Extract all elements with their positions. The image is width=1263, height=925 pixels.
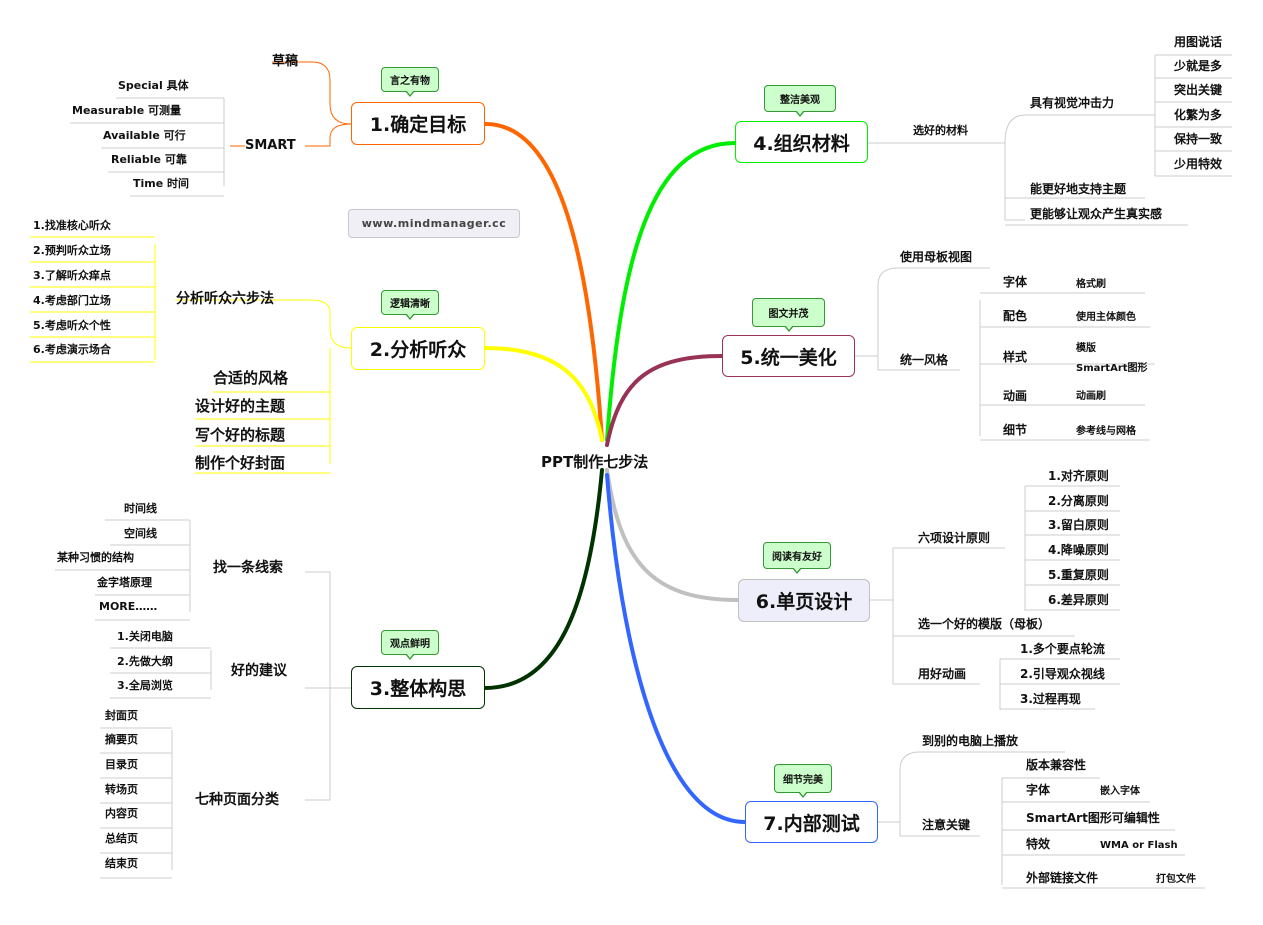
b3-advice-item[interactable]: 3.全局浏览 [117, 679, 173, 692]
b3-clue-item[interactable]: 空间线 [124, 527, 157, 540]
callout-b3: 观点鲜明 [381, 630, 439, 660]
b2-step-item[interactable]: 2.预判听众立场 [33, 244, 111, 257]
b6-anim-item[interactable]: 2.引导观众视线 [1020, 667, 1105, 681]
callout-b7: 细节完美 [774, 764, 832, 798]
b3-clue-item[interactable]: MORE…… [99, 600, 158, 613]
b3-clue-item[interactable]: 金字塔原理 [97, 576, 152, 589]
b7-key-value[interactable]: 嵌入字体 [1100, 786, 1140, 797]
main-topic-1[interactable]: 1.确定目标 [351, 102, 485, 145]
b2-step-item[interactable]: 4.考虑部门立场 [33, 294, 111, 307]
b5-style-value[interactable]: 使用主体颜色 [1076, 312, 1136, 323]
center-topic[interactable]: PPT制作七步法 [541, 453, 649, 471]
b5-style-key[interactable]: 配色 [1003, 309, 1028, 323]
b4-real[interactable]: 更能够让观众产生真实感 [1030, 207, 1163, 221]
b4-impact-item[interactable]: 用图说话 [1174, 35, 1223, 49]
b6-principle-item[interactable]: 6.差异原则 [1048, 593, 1109, 607]
b7-other-pc[interactable]: 到别的电脑上播放 [922, 734, 1019, 748]
b2-item[interactable]: 设计好的主题 [195, 397, 286, 415]
b5-style-value[interactable]: 模版 [1076, 343, 1096, 354]
b1-smart-item[interactable]: Measurable 可测量 [72, 104, 181, 117]
b3-page-item[interactable]: 封面页 [105, 709, 138, 722]
b3-clue-item[interactable]: 某种习惯的结构 [57, 551, 134, 564]
b5-style-key[interactable]: 动画 [1003, 389, 1028, 403]
b2-item[interactable]: 制作个好封面 [195, 454, 286, 472]
callout-b5: 图文并茂 [752, 298, 825, 332]
b7-key-item[interactable]: 版本兼容性 [1026, 758, 1087, 772]
b3-page-item[interactable]: 目录页 [105, 758, 138, 771]
b2-step-item[interactable]: 5.考虑听众个性 [33, 319, 111, 332]
b5-master[interactable]: 使用母板视图 [900, 250, 973, 264]
b5-style-key[interactable]: 样式 [1003, 350, 1028, 364]
b2-step-item[interactable]: 6.考虑演示场合 [33, 343, 111, 356]
b1-smart-item[interactable]: Available 可行 [103, 129, 186, 142]
main-topic-6[interactable]: 6.单页设计 [738, 579, 870, 622]
b3-page-item[interactable]: 转场页 [105, 783, 138, 796]
b5-style-value[interactable]: 动画刷 [1076, 391, 1106, 402]
b6-animation[interactable]: 用好动画 [918, 667, 967, 681]
callout-b1: 言之有物 [381, 67, 439, 97]
b5-unify[interactable]: 统一风格 [900, 353, 949, 367]
b6-principle-item[interactable]: 1.对齐原则 [1048, 469, 1109, 483]
b7-key-item[interactable]: 特效 [1026, 837, 1051, 851]
b1-smart-item[interactable]: Time 时间 [133, 177, 190, 190]
b2-six-steps[interactable]: 分析听众六步法 [176, 291, 274, 307]
b6-anim-item[interactable]: 1.多个要点轮流 [1020, 642, 1105, 656]
b6-principle-item[interactable]: 4.降噪原则 [1048, 543, 1109, 557]
b4-impact[interactable]: 具有视觉冲击力 [1030, 96, 1115, 110]
b4-impact-item[interactable]: 少就是多 [1174, 59, 1223, 73]
b4-material[interactable]: 选好的材料 [913, 124, 968, 137]
b5-style-value[interactable]: SmartArt图形 [1076, 363, 1148, 374]
b7-key[interactable]: 注意关键 [922, 818, 971, 832]
b6-template[interactable]: 选一个好的模版（母板） [918, 617, 1051, 631]
b3-page-item[interactable]: 内容页 [105, 807, 138, 820]
b7-key-value[interactable]: 打包文件 [1156, 874, 1196, 885]
watermark-label: www.mindmanager.cc [348, 209, 520, 238]
b5-style-key[interactable]: 细节 [1003, 423, 1028, 437]
b6-principle-item[interactable]: 5.重复原则 [1048, 568, 1109, 582]
b4-support[interactable]: 能更好地支持主题 [1030, 182, 1127, 196]
b6-principle-item[interactable]: 2.分离原则 [1048, 494, 1109, 508]
main-topic-5[interactable]: 5.统一美化 [722, 335, 855, 377]
b6-principles[interactable]: 六项设计原则 [918, 531, 991, 545]
b4-impact-item[interactable]: 突出关键 [1174, 83, 1223, 97]
main-topic-4[interactable]: 4.组织材料 [735, 121, 868, 163]
b5-style-value[interactable]: 格式刷 [1076, 279, 1106, 290]
b7-key-value[interactable]: WMA or Flash [1100, 840, 1178, 851]
main-topic-3[interactable]: 3.整体构思 [351, 666, 485, 709]
b3-advice[interactable]: 好的建议 [231, 663, 287, 679]
b7-key-item[interactable]: SmartArt图形可编辑性 [1026, 811, 1160, 825]
b3-advice-item[interactable]: 2.先做大纲 [117, 655, 173, 668]
b7-key-item[interactable]: 字体 [1026, 783, 1051, 797]
b3-advice-item[interactable]: 1.关闭电脑 [117, 630, 173, 643]
callout-b6: 阅读有友好 [763, 542, 831, 574]
b6-principle-item[interactable]: 3.留白原则 [1048, 518, 1109, 532]
b3-page-item[interactable]: 结束页 [105, 857, 138, 870]
b1-smart-item[interactable]: Reliable 可靠 [111, 153, 187, 166]
b7-key-item[interactable]: 外部链接文件 [1026, 871, 1099, 885]
b2-item[interactable]: 合适的风格 [213, 369, 289, 387]
b6-anim-item[interactable]: 3.过程再现 [1020, 692, 1081, 706]
b1-smart-item[interactable]: Special 具体 [118, 79, 189, 92]
b1-smart[interactable]: SMART [245, 138, 296, 153]
callout-b2: 逻辑清晰 [381, 290, 439, 320]
b4-impact-item[interactable]: 化繁为多 [1174, 108, 1223, 122]
main-topic-7[interactable]: 7.内部测试 [745, 801, 878, 843]
callout-b4: 整洁美观 [764, 85, 836, 117]
b4-impact-item[interactable]: 少用特效 [1174, 157, 1223, 171]
b5-style-key[interactable]: 字体 [1003, 275, 1028, 289]
b2-step-item[interactable]: 3.了解听众痒点 [33, 269, 111, 282]
b5-style-value[interactable]: 参考线与网格 [1076, 426, 1136, 437]
b3-clue-item[interactable]: 时间线 [124, 502, 157, 515]
main-topic-2[interactable]: 2.分析听众 [351, 327, 485, 370]
b2-step-item[interactable]: 1.找准核心听众 [33, 219, 111, 232]
b3-page-item[interactable]: 总结页 [105, 832, 138, 845]
b3-pages[interactable]: 七种页面分类 [195, 792, 279, 808]
b3-clue[interactable]: 找一条线索 [213, 560, 283, 576]
b4-impact-item[interactable]: 保持一致 [1174, 132, 1223, 146]
b2-item[interactable]: 写个好的标题 [195, 426, 286, 444]
b3-page-item[interactable]: 摘要页 [105, 733, 138, 746]
b1-draft[interactable]: 草稿 [272, 54, 299, 69]
